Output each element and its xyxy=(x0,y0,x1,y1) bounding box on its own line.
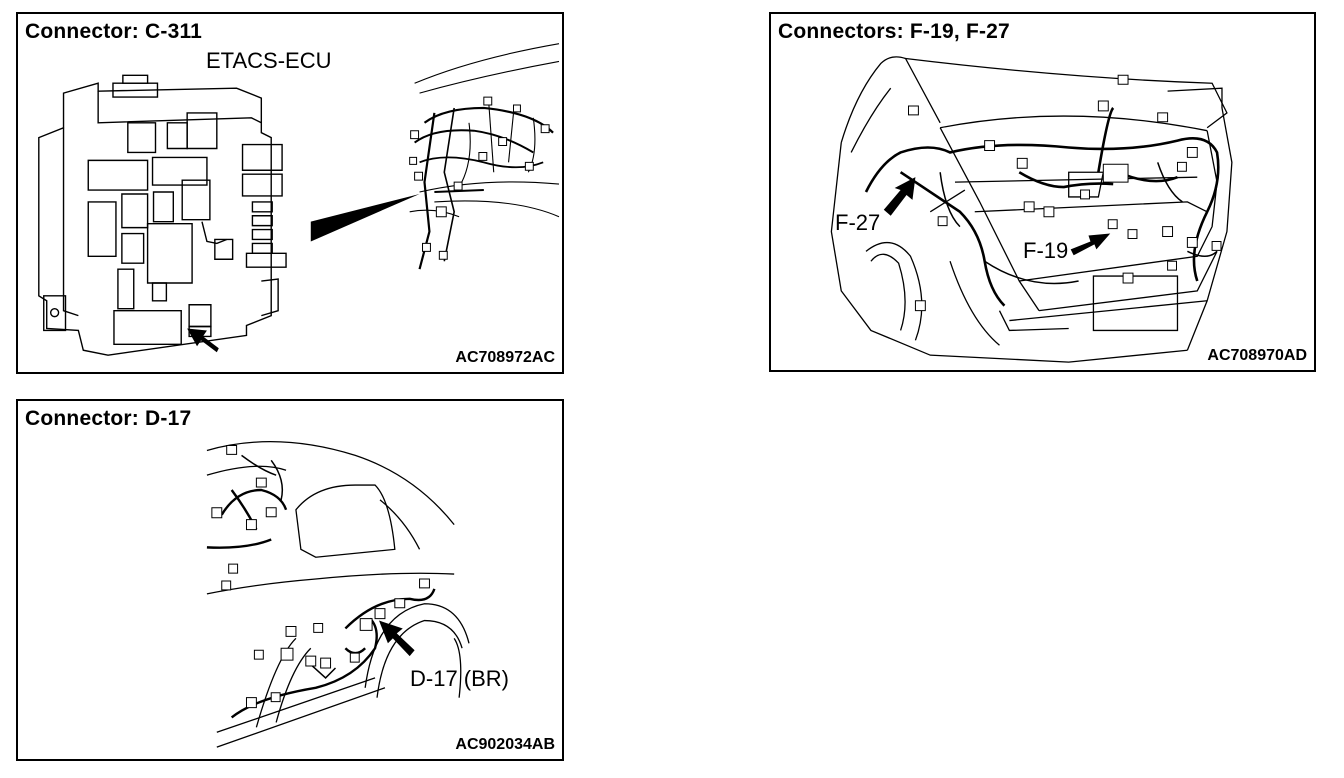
d17-label: D-17 (BR) xyxy=(410,666,510,691)
figure-code: AC708972AC xyxy=(455,349,555,366)
figure-code: AC708970AD xyxy=(1207,347,1307,364)
panel-title: Connectors: F-19, F-27 xyxy=(778,20,1010,43)
f27-label: F-27 xyxy=(835,210,881,235)
trunk-harness-illustration xyxy=(771,14,1314,370)
f19-label: F-19 xyxy=(1023,238,1069,263)
arrow-icon xyxy=(187,328,219,353)
figure-code: AC902034AB xyxy=(455,736,555,753)
panel-connector-c311: Connector: C-311 ETACS-ECU AC708972AC xyxy=(16,12,564,374)
door-harness-illustration xyxy=(18,401,562,759)
panel-title: Connector: C-311 xyxy=(25,20,203,43)
pointer-wedge-icon xyxy=(310,193,420,242)
arrow-icon-f27 xyxy=(883,177,916,216)
etacs-ecu-illustration xyxy=(18,14,562,372)
panel-title: Connector: D-17 xyxy=(25,407,192,430)
panel-connectors-f19-f27: Connectors: F-19, F-27 F-27 F-19 AC70897… xyxy=(769,12,1316,372)
arrow-icon xyxy=(379,620,415,657)
panel-connector-d17: Connector: D-17 D-17 (BR) AC902034AB xyxy=(16,399,564,761)
arrow-icon-f19 xyxy=(1070,233,1111,256)
etacs-ecu-label: ETACS-ECU xyxy=(206,48,332,73)
